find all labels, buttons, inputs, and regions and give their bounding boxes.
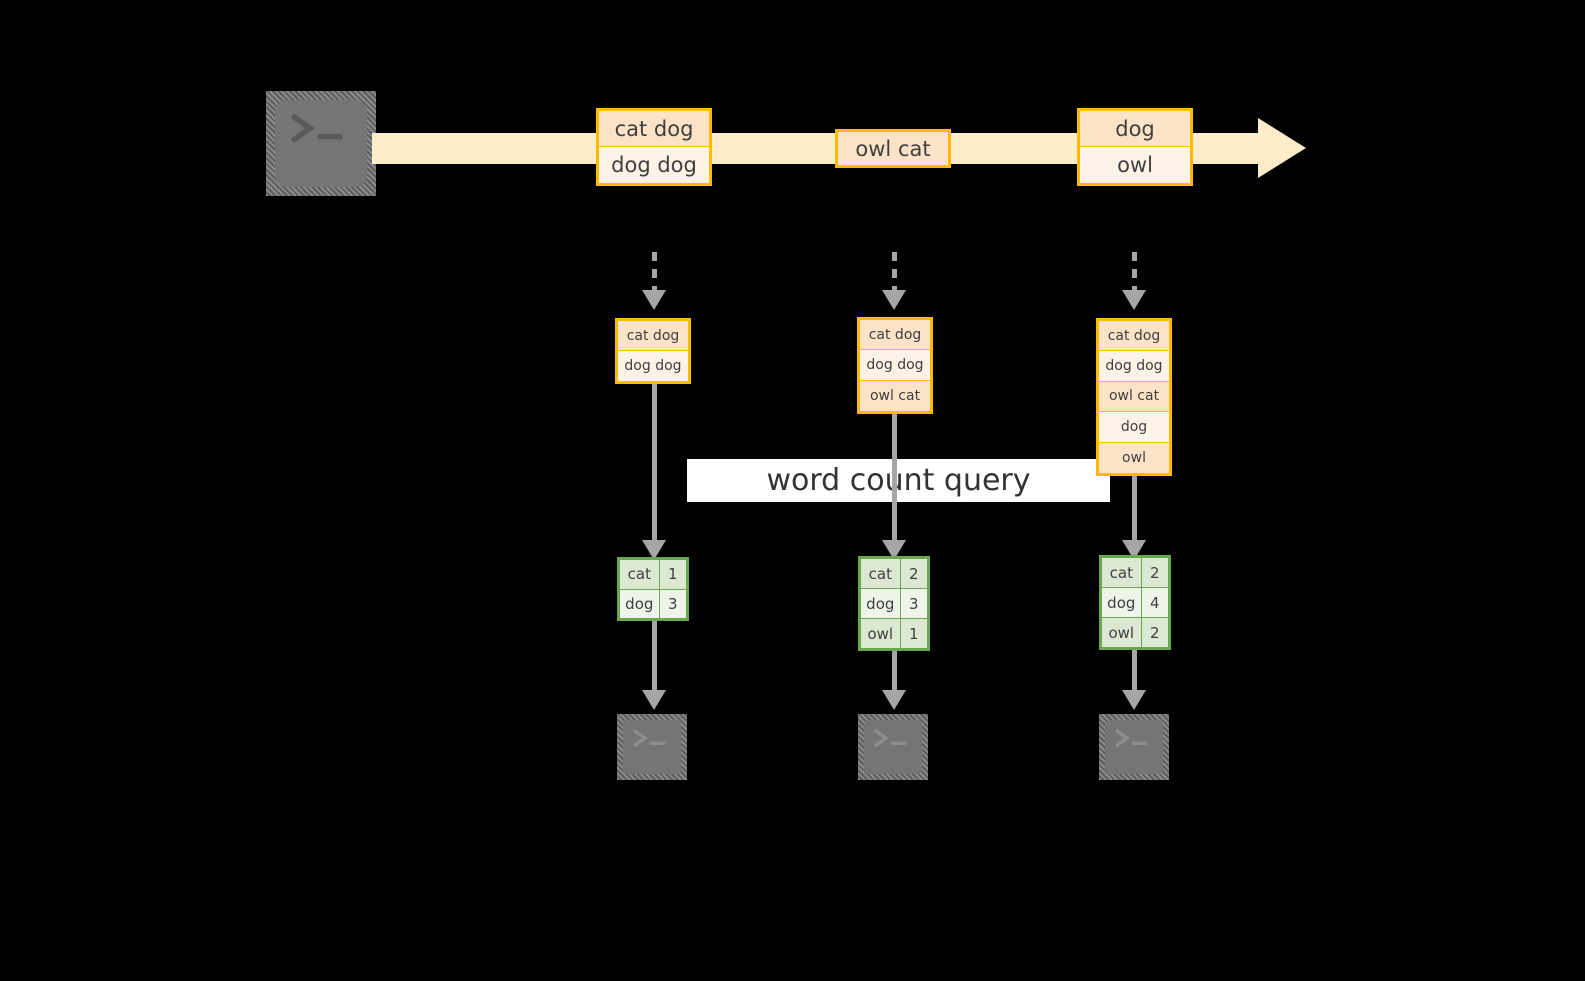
terminal-prompt-icon <box>632 728 666 748</box>
dashed-connector-2 <box>892 252 897 294</box>
result-count-cell: 1 <box>900 619 927 648</box>
stream-event-row: owl cat <box>838 132 948 165</box>
query-banner: word count query <box>687 459 1110 502</box>
dashed-connector-arrowhead-icon <box>882 290 906 310</box>
result-count-cell: 2 <box>1141 618 1168 647</box>
stream-event-batch-2[interactable]: owl cat <box>835 129 951 168</box>
word-count-result-table-3[interactable]: cat 2 dog 4 owl 2 <box>1099 555 1171 650</box>
query-arrow-line-2-overlay <box>892 459 897 502</box>
accumulated-event-row: dog dog <box>860 350 930 381</box>
query-arrow-line-3 <box>1132 475 1137 544</box>
terminal-screen <box>1105 720 1163 774</box>
result-row: dog 3 <box>861 589 927 619</box>
result-count-cell: 3 <box>659 589 686 618</box>
result-word-cell: owl <box>1102 618 1142 647</box>
dashed-connector-1 <box>652 252 657 294</box>
result-row: owl 1 <box>861 619 927 648</box>
dashed-connector-arrowhead-icon <box>642 290 666 310</box>
result-word-cell: dog <box>1102 588 1142 617</box>
result-row: cat 2 <box>861 559 927 589</box>
stream-event-row: dog dog <box>599 147 709 183</box>
result-row: cat 1 <box>620 560 686 590</box>
result-count-cell: 2 <box>1141 558 1168 587</box>
stream-event-row: cat dog <box>599 111 709 147</box>
sink-terminal-icon-2 <box>858 714 928 780</box>
result-row: owl 2 <box>1102 618 1168 647</box>
accumulated-event-row: dog <box>1099 412 1169 443</box>
result-word-cell: cat <box>1102 558 1142 587</box>
word-count-result-table-1[interactable]: cat 1 dog 3 <box>617 557 689 621</box>
terminal-prompt-icon <box>873 728 907 748</box>
accumulated-event-row: owl <box>1099 442 1169 473</box>
terminal-screen <box>864 720 922 774</box>
stream-arrowhead-icon <box>1258 118 1306 178</box>
result-row: dog 3 <box>620 589 686 618</box>
stream-event-row: dog <box>1080 111 1190 147</box>
accumulated-events-stack-3[interactable]: cat dog dog dog owl cat dog owl <box>1096 318 1172 476</box>
sink-arrow-line-3 <box>1132 650 1137 693</box>
terminal-screen <box>623 720 681 774</box>
terminal-screen <box>275 100 367 187</box>
accumulated-event-row: owl cat <box>1099 381 1169 413</box>
sink-arrow-arrowhead-icon <box>1122 690 1146 710</box>
sink-arrow-line-2 <box>892 651 897 693</box>
dashed-connector-arrowhead-icon <box>1122 290 1146 310</box>
accumulated-event-row: cat dog <box>860 320 930 351</box>
accumulated-event-row: dog dog <box>618 351 688 381</box>
terminal-prompt-icon <box>1114 728 1148 748</box>
result-word-cell: cat <box>861 559 901 588</box>
result-count-cell: 2 <box>900 559 927 588</box>
sink-terminal-icon-1 <box>617 714 687 780</box>
result-word-cell: owl <box>861 619 901 648</box>
result-count-cell: 4 <box>1141 588 1168 617</box>
accumulated-event-row: cat dog <box>618 321 688 351</box>
query-arrow-arrowhead-icon <box>882 540 906 560</box>
stream-event-row: owl <box>1080 147 1190 183</box>
query-arrow-arrowhead-icon <box>642 540 666 560</box>
query-arrow-line-1 <box>652 384 657 544</box>
result-word-cell: cat <box>620 560 660 589</box>
result-row: cat 2 <box>1102 558 1168 588</box>
accumulated-event-row: owl cat <box>860 380 930 411</box>
result-word-cell: dog <box>620 589 660 618</box>
source-terminal-icon <box>266 91 376 196</box>
result-count-cell: 1 <box>659 560 686 589</box>
sink-arrow-arrowhead-icon <box>642 690 666 710</box>
accumulated-events-stack-1[interactable]: cat dog dog dog <box>615 318 691 384</box>
sink-arrow-line-1 <box>652 621 657 693</box>
accumulated-events-stack-2[interactable]: cat dog dog dog owl cat <box>857 317 933 414</box>
sink-arrow-arrowhead-icon <box>882 690 906 710</box>
dashed-connector-3 <box>1132 252 1137 294</box>
accumulated-event-row: cat dog <box>1099 321 1169 352</box>
result-row: dog 4 <box>1102 588 1168 618</box>
accumulated-event-row: dog dog <box>1099 351 1169 382</box>
query-arrow-line-3-overlay <box>1132 475 1137 502</box>
stream-event-batch-3[interactable]: dog owl <box>1077 108 1193 186</box>
sink-terminal-icon-3 <box>1099 714 1169 780</box>
stream-event-batch-1[interactable]: cat dog dog dog <box>596 108 712 186</box>
terminal-prompt-icon <box>290 113 342 144</box>
result-count-cell: 3 <box>900 589 927 618</box>
result-word-cell: dog <box>861 589 901 618</box>
word-count-result-table-2[interactable]: cat 2 dog 3 owl 1 <box>858 556 930 651</box>
